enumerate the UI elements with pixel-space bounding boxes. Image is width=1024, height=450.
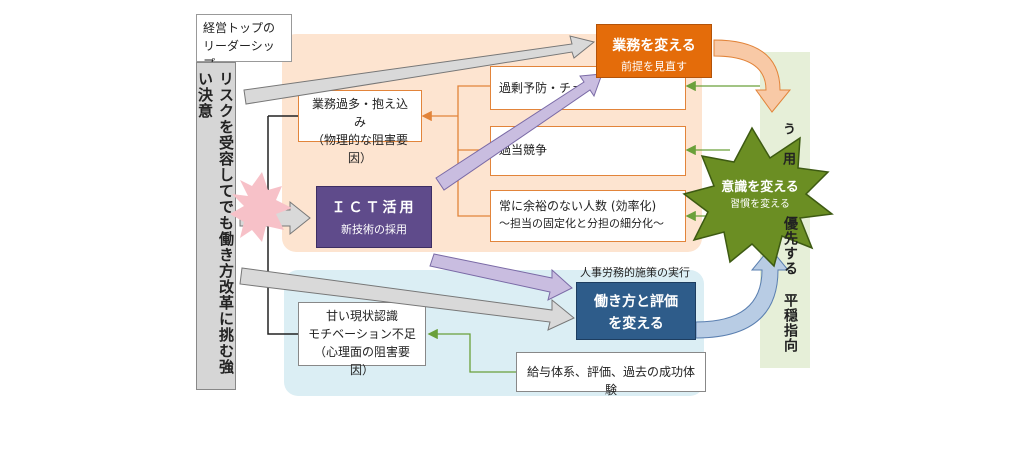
obstacle-physical-line2: （物理的な阻害要因） <box>311 133 408 165</box>
change-business-title: 業務を変える <box>612 38 696 54</box>
change-mindset-label: 意識を変える 習慣を変える <box>712 176 808 210</box>
obstacle-mental-box: 甘い現状認識 モチベーション不足 （心理面の阻害要因） <box>298 302 426 377</box>
pink-burst <box>230 172 292 242</box>
evaluation-cause-box: 給与体系、評価、過去の成功体験 <box>516 352 706 397</box>
change-evaluation-line1: 働き方と評価 <box>594 294 678 310</box>
right-partial-text: う 用 <box>780 122 795 166</box>
cause-box-3: 常に余裕のない人数 (効率化) 〜担当の固定化と分担の細分化〜 <box>490 190 686 242</box>
cause-text-2: 過当競争 <box>499 143 548 157</box>
ict-title: ＩＣＴ活用 <box>331 200 417 216</box>
peach-curve-arrow <box>713 39 792 113</box>
blue-curve-arrow <box>695 247 790 339</box>
leadership-box: 経営トップの リーダーシップ <box>196 14 292 71</box>
evaluation-label: 人事労務的施策の実行 <box>580 266 690 279</box>
cause-text-3: 常に余裕のない人数 (効率化) <box>499 199 657 213</box>
cause-text-1: 過剰予防・チェ <box>499 81 584 95</box>
obstacle-mental-line2: モチベーション不足 <box>308 327 416 341</box>
change-evaluation-box: 働き方と評価 を変える <box>576 282 696 340</box>
resolve-column: リスクを受容してでも働き方改革に挑む強い決意 <box>196 62 236 390</box>
resolve-text: リスクを受容してでも働き方改革に挑む強い決意 <box>196 71 235 375</box>
change-evaluation-line2: を変える <box>608 316 664 332</box>
right-column-text: 優先する 平穏指向 <box>782 216 798 353</box>
purple-arrows <box>429 73 603 301</box>
resolve-bracket <box>267 115 298 335</box>
change-mindset-title: 意識を変える <box>721 180 799 195</box>
leadership-line1: 経営トップの <box>203 21 276 35</box>
obstacle-physical-box: 業務過多・抱え込み （物理的な阻害要因） <box>298 90 422 165</box>
change-business-box: 業務を変える 前提を見直す <box>596 24 712 78</box>
change-business-subtitle: 前提を見直す <box>621 60 687 73</box>
ict-box: ＩＣＴ活用 新技術の採用 <box>316 186 432 248</box>
ict-subtitle: 新技術の採用 <box>341 223 407 236</box>
obstacle-physical-line1: 業務過多・抱え込み <box>311 97 408 129</box>
cause-text-4: 〜担当の固定化と分担の細分化〜 <box>499 217 664 230</box>
change-mindset-subtitle: 習慣を変える <box>730 199 790 210</box>
mindset-star <box>682 126 834 268</box>
evaluation-cause-text: 給与体系、評価、過去の成功体験 <box>526 365 695 397</box>
obstacle-mental-line3: （心理面の阻害要因） <box>313 345 410 377</box>
obstacle-mental-line1: 甘い現状認識 <box>325 309 398 323</box>
